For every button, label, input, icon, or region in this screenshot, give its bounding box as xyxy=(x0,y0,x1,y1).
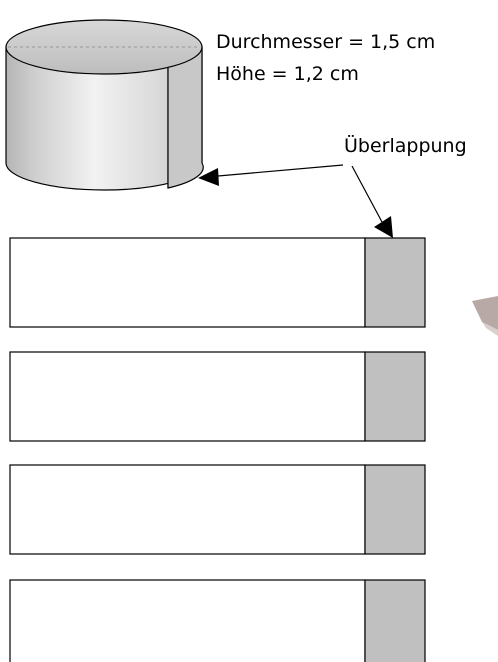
strip-3-overlap-tab xyxy=(364,464,426,555)
height-label: Höhe = 1,2 cm xyxy=(216,63,359,85)
strip-1 xyxy=(9,237,426,328)
strip-4-overlap-tab xyxy=(364,579,426,662)
arrow-to-cylinder xyxy=(198,164,344,186)
strip-3-body xyxy=(9,464,366,555)
cylinder-overlap-band xyxy=(167,46,204,189)
cylinder xyxy=(5,19,204,191)
strip-3 xyxy=(9,464,426,555)
partial-decorative-shape-shadow xyxy=(482,322,498,336)
strip-1-body xyxy=(9,237,366,328)
diameter-label: Durchmesser = 1,5 cm xyxy=(216,31,436,53)
strip-4 xyxy=(9,579,426,662)
partial-decorative-shape xyxy=(472,296,498,330)
overlap-label: Überlappung xyxy=(344,135,467,157)
strip-1-overlap-tab xyxy=(364,237,426,328)
arrow-to-strip-tab xyxy=(351,165,393,238)
strip-4-body xyxy=(9,579,366,662)
strip-2 xyxy=(9,351,426,442)
strip-2-overlap-tab xyxy=(364,351,426,442)
strip-2-body xyxy=(9,351,366,442)
